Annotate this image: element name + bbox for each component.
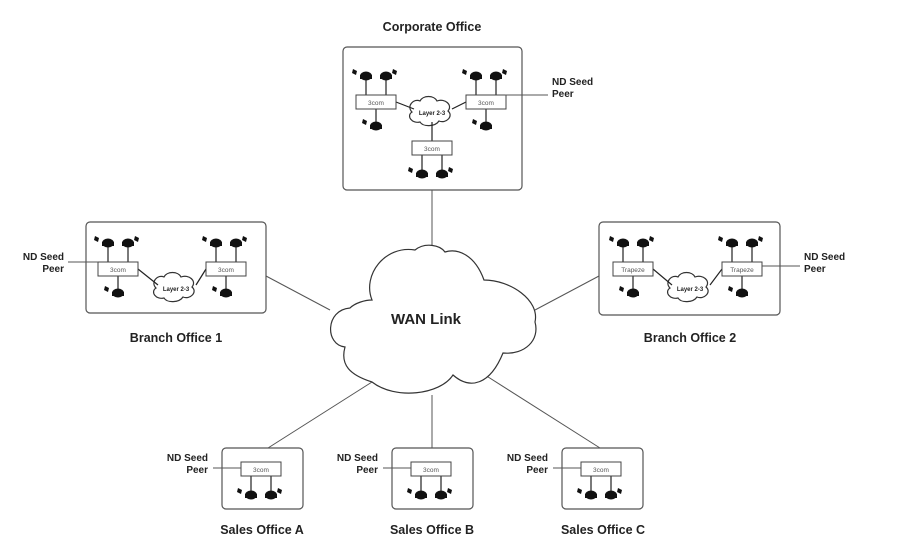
wireless-access-point-icon [609,236,629,248]
wireless-access-point-icon [619,286,639,298]
network-switch-icon: Trapeze [721,261,763,277]
site-title: Sales Office A [220,523,304,537]
switch-brand-label: 3com [593,467,609,474]
wireless-access-point-icon [728,286,748,298]
network-switch-icon: 3com [411,140,453,156]
network-cloud-icon [330,244,537,394]
seed-label-line1: ND Seed [552,77,593,88]
link-salesC-wan [484,374,601,449]
site-title: Sales Office B [390,523,474,537]
wireless-access-point-icon [104,286,124,298]
switch-brand-label: 3com [423,467,439,474]
network-switch-icon: 3com [410,461,452,477]
seed-label-line2: Peer [42,264,64,275]
seed-label-line1: ND Seed [167,453,208,464]
link-branch2-wan [534,275,600,311]
switch-brand-label: 3com [368,100,384,107]
wireless-access-point-icon [408,167,428,179]
wireless-access-point-icon [435,488,452,500]
cloud-label: Layer 2-3 [677,287,704,293]
wireless-access-point-icon [94,236,114,248]
seed-label-line2: Peer [552,89,574,100]
wireless-access-point-icon [212,286,232,298]
switch-brand-label: 3com [424,146,440,153]
switch-brand-label: 3com [253,467,269,474]
seed-label-line2: Peer [526,465,548,476]
wireless-access-point-icon [472,119,492,131]
site-title: Branch Office 1 [130,331,222,345]
wan-label: WAN Link [391,311,462,328]
wireless-access-point-icon [237,488,257,500]
wireless-access-point-icon [265,488,282,500]
wireless-access-point-icon [407,488,427,500]
link-salesA-wan [267,381,373,449]
network-switch-icon: 3com [240,461,282,477]
site-box [561,447,644,510]
network-cloud-icon [408,95,451,127]
wireless-access-point-icon [362,119,382,131]
seed-label-line1: ND Seed [337,453,378,464]
wireless-access-point-icon [230,236,247,248]
network-switch-icon: 3com [580,461,622,477]
network-switch-icon: 3com [465,94,507,110]
wireless-access-point-icon [202,236,222,248]
site-branch2: Branch Office 2 Layer 2-3 Trapeze Trapeze ND… [598,221,845,345]
network-switch-icon: 3com [355,94,397,110]
seed-label-line2: Peer [804,264,826,275]
wireless-access-point-icon [718,236,738,248]
wireless-access-point-icon [637,236,654,248]
site-branch1: Branch Office 1 Layer 2-3 3com 3com ND SeedP… [23,221,267,345]
network-cloud-icon [152,271,195,303]
site-box [221,447,304,510]
seed-label-line1: ND Seed [804,252,845,263]
switch-brand-label: 3com [110,267,126,274]
seed-label-line1: ND Seed [507,453,548,464]
wireless-access-point-icon [490,69,507,81]
switch-brand-label: Trapeze [621,267,645,274]
network-switch-icon: 3com [205,261,247,277]
wan-links [265,190,601,449]
wireless-access-point-icon [746,236,763,248]
wireless-access-point-icon [436,167,453,179]
cloud-label: Layer 2-3 [163,287,190,293]
wireless-access-point-icon [122,236,139,248]
network-switch-icon: 3com [97,261,139,277]
site-title: Branch Office 2 [644,331,736,345]
site-title: Corporate Office [383,20,482,34]
wireless-access-point-icon [380,69,397,81]
wireless-access-point-icon [577,488,597,500]
wireless-access-point-icon [605,488,622,500]
switch-brand-label: Trapeze [730,267,754,274]
network-switch-icon: Trapeze [612,261,654,277]
link-branch1-wan [265,275,331,311]
network-cloud-icon [666,271,709,303]
switch-brand-label: 3com [478,100,494,107]
site-box [391,447,474,510]
seed-label-line1: ND Seed [23,252,64,263]
cloud-label: Layer 2-3 [419,111,446,117]
seed-label-line2: Peer [356,465,378,476]
wan-cloud: WAN Link [330,244,537,394]
site-title: Sales Office C [561,523,645,537]
wireless-access-point-icon [462,69,482,81]
seed-label-line2: Peer [186,465,208,476]
wireless-access-point-icon [352,69,372,81]
switch-brand-label: 3com [218,267,234,274]
